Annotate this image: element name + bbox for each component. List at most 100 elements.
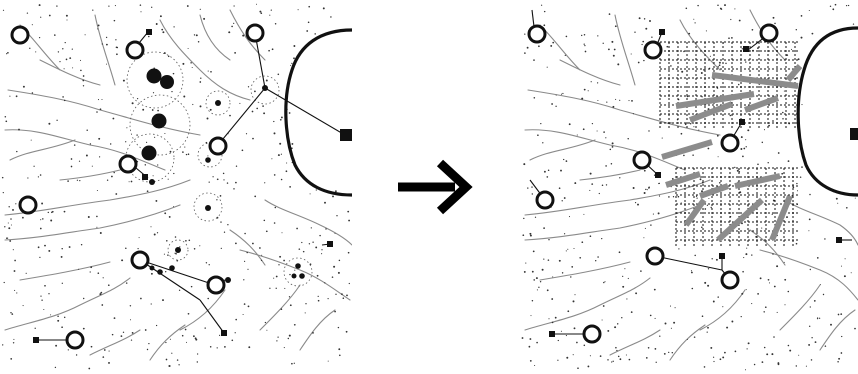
scatter-dot xyxy=(708,197,710,200)
scatter-dot xyxy=(26,12,29,14)
filled-sites xyxy=(141,68,305,283)
scatter-dot xyxy=(524,33,526,35)
scatter-dot xyxy=(641,43,643,46)
scatter-dot xyxy=(595,260,597,262)
scatter-dot xyxy=(717,66,719,68)
scatter-dot xyxy=(690,271,693,274)
scatter-dot xyxy=(144,164,147,166)
scatter-dot xyxy=(187,312,190,315)
scatter-dot xyxy=(193,335,195,338)
scatter-dot xyxy=(152,175,154,177)
scatter-dot xyxy=(671,177,674,180)
scatter-dot xyxy=(79,179,81,182)
scatter-dot xyxy=(840,313,843,315)
scatter-dot xyxy=(611,142,614,145)
scatter-dot xyxy=(718,61,721,64)
scatter-dot xyxy=(290,64,292,66)
scatter-dot xyxy=(347,210,350,213)
scatter-dot xyxy=(589,235,592,238)
scatter-dot xyxy=(584,44,586,47)
scatter-dot xyxy=(632,113,634,115)
scatter-dot xyxy=(235,318,237,321)
scatter-dot xyxy=(244,232,246,235)
scatter-dot xyxy=(87,216,90,218)
scatter-dot xyxy=(266,329,268,331)
scatter-dot xyxy=(717,4,719,6)
scatter-dot xyxy=(808,9,810,12)
scatter-dot xyxy=(72,67,74,69)
scatter-dot xyxy=(670,122,672,124)
scatter-dot xyxy=(82,79,85,82)
scatter-dot xyxy=(103,349,106,351)
scatter-dot xyxy=(75,354,78,356)
scatter-dot xyxy=(648,130,650,132)
scatter-dot xyxy=(610,162,613,165)
scatter-dot xyxy=(611,146,614,148)
scatter-dot xyxy=(122,79,125,82)
site-dot xyxy=(157,269,163,275)
scatter-dot xyxy=(175,253,177,255)
scatter-dot xyxy=(85,154,88,157)
site-dot xyxy=(169,265,175,271)
scatter-dot xyxy=(680,202,682,204)
scatter-dot xyxy=(745,289,747,291)
scatter-dot xyxy=(531,270,534,273)
scatter-dot xyxy=(9,95,11,97)
scatter-dot xyxy=(608,13,611,15)
scatter-dot xyxy=(308,5,311,8)
scatter-dot xyxy=(832,8,835,11)
scatter-dot xyxy=(546,176,549,178)
scatter-dot xyxy=(541,268,544,271)
scatter-dot xyxy=(167,55,170,58)
highlight-bar xyxy=(715,197,765,243)
scatter-dot xyxy=(805,365,807,367)
scatter-dot xyxy=(332,195,334,198)
scatter-dot xyxy=(48,122,51,125)
scatter-dot xyxy=(582,128,585,131)
scatter-dot xyxy=(71,48,73,50)
scatter-dot xyxy=(707,268,710,270)
scatter-dot xyxy=(784,278,787,281)
scatter-dot xyxy=(136,134,138,136)
scatter-dot xyxy=(589,189,591,191)
scatter-dot xyxy=(90,345,93,348)
scatter-dot xyxy=(13,270,16,272)
scatter-dot xyxy=(33,165,35,167)
scatter-dot xyxy=(111,175,113,178)
scatter-dot xyxy=(690,270,693,272)
scatter-dot xyxy=(139,4,142,6)
scatter-dot xyxy=(740,315,742,318)
scatter-dot xyxy=(706,331,708,333)
scatter-dot xyxy=(796,190,799,192)
scatter-dot xyxy=(61,282,63,284)
scatter-dot xyxy=(741,48,743,50)
scatter-dot xyxy=(764,306,767,309)
scatter-dot xyxy=(829,5,832,8)
scatter-dot xyxy=(289,186,291,188)
scatter-dot xyxy=(140,297,142,300)
scatter-dot xyxy=(824,345,827,347)
scatter-dot xyxy=(125,141,127,143)
scatter-dot xyxy=(845,4,848,7)
scatter-dot xyxy=(565,335,567,337)
scatter-dot xyxy=(260,12,263,15)
square-marker xyxy=(739,119,745,125)
scatter-dot xyxy=(808,230,810,232)
scatter-dot xyxy=(129,305,132,307)
scatter-dot xyxy=(273,132,276,135)
scatter-dot xyxy=(239,102,241,104)
scatter-dot xyxy=(675,218,677,221)
scatter-dot xyxy=(532,250,535,253)
scatter-dot xyxy=(99,293,102,296)
scatter-dot xyxy=(707,284,710,287)
scatter-dot xyxy=(533,279,536,281)
scatter-dot xyxy=(7,222,9,224)
scatter-dot xyxy=(811,337,813,339)
scatter-dot xyxy=(576,134,578,136)
scatter-dot xyxy=(742,270,744,273)
scatter-dot xyxy=(129,319,132,321)
scatter-dot xyxy=(287,337,290,340)
square-marker xyxy=(146,29,152,35)
scatter-dot xyxy=(222,172,225,175)
